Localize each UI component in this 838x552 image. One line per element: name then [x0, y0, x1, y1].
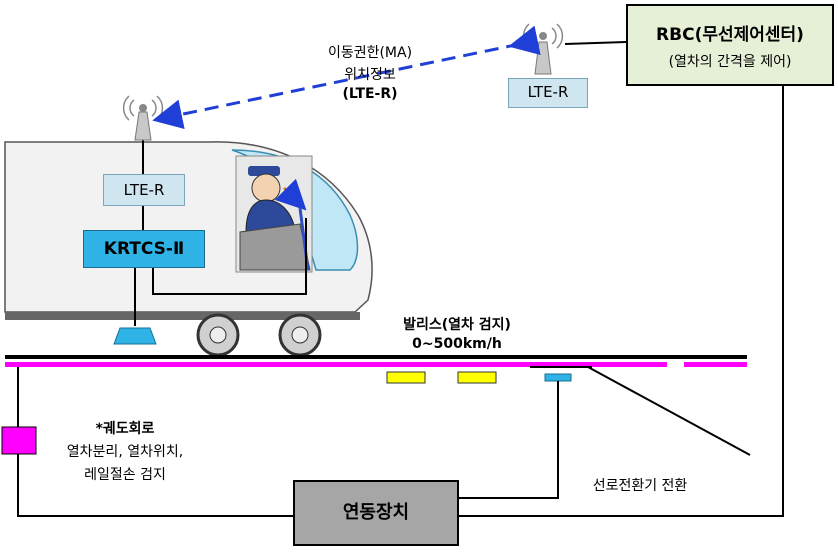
driver-figure [239, 166, 311, 271]
balise-label: 발리스(열차 검지) [403, 317, 511, 333]
wheel-front [196, 313, 240, 357]
switch-device [544, 373, 572, 382]
rbc-box: RBC(무선제어센터) (열차의 간격을 제어) [626, 4, 834, 86]
switch-label: 선로전환기 전환 [592, 478, 688, 494]
wireless-label-ma: 이동권한(MA) [327, 45, 413, 61]
track-circuit-desc-1: 열차분리, 열차위치, [66, 444, 184, 460]
balise-1 [386, 371, 426, 384]
ground-antenna-icon [522, 23, 564, 75]
interlocking-box: 연동장치 [293, 480, 459, 546]
track-circuit-title: *궤도회로 [95, 421, 155, 437]
rail-magenta-2 [684, 362, 747, 367]
rail-black [5, 355, 747, 359]
rail-magenta-1 [5, 362, 667, 367]
wireless-label-position: 위치정보 [344, 67, 396, 83]
rbc-title: RBC(무선제어센터) [656, 25, 804, 45]
ground-lte-r-box: LTE-R [508, 78, 588, 108]
rbc-subtitle: (열차의 간격을 제어) [668, 54, 792, 70]
balise-2 [457, 371, 497, 384]
wireless-label-lte: (LTE-R) [342, 86, 398, 102]
wheel-rear [278, 313, 322, 357]
krtcs-box: KRTCS-Ⅱ [83, 230, 205, 268]
wireless-link-arrow [152, 25, 541, 130]
train-lte-r-box: LTE-R [103, 174, 185, 206]
onboard-balise-antenna [113, 327, 157, 345]
train-antenna-icon [122, 95, 164, 141]
balise-speed-label: 0~500km/h [412, 336, 502, 352]
track-circuit-desc-2: 레일절손 검지 [84, 467, 166, 483]
track-circuit-device [1, 426, 37, 455]
